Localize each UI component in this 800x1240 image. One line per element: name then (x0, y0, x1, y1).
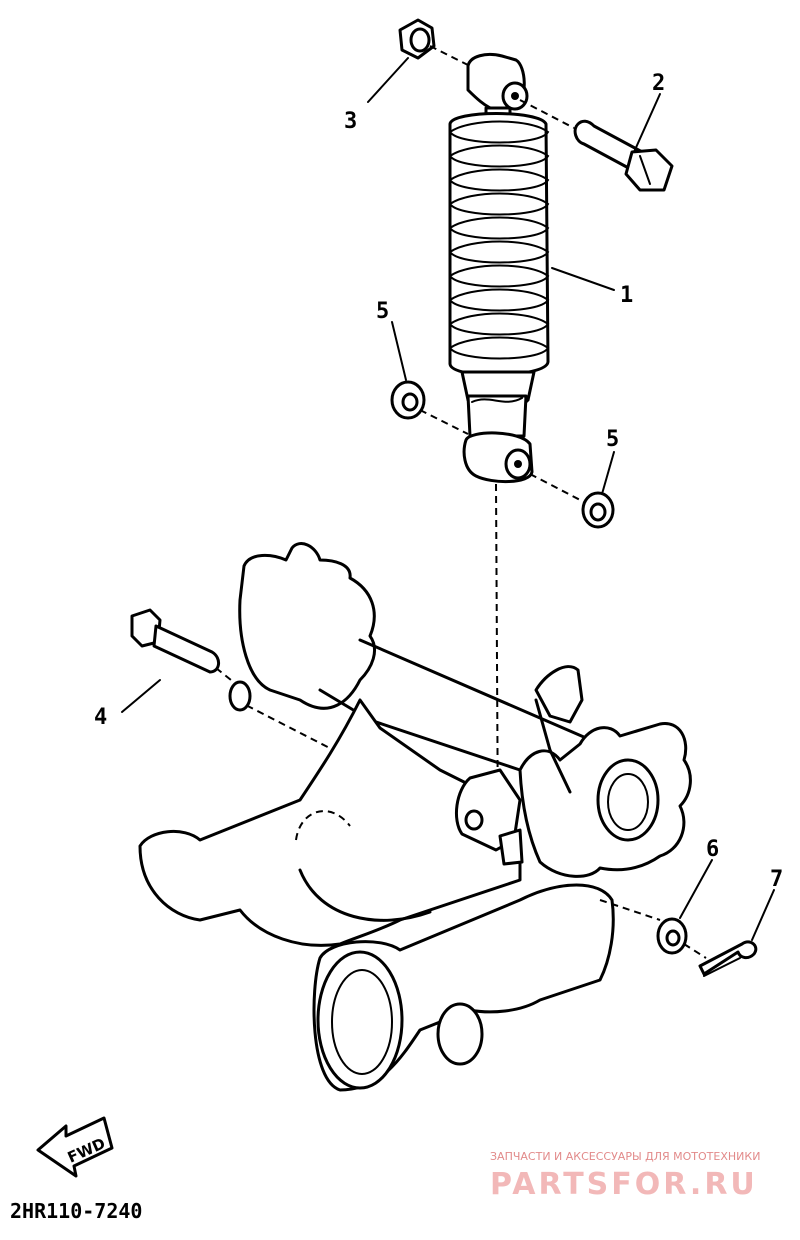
callout-label: 7 (770, 867, 783, 892)
callout-label: 1 (620, 283, 633, 308)
callout-label: 5 (606, 427, 619, 452)
washer-left (390, 380, 469, 435)
leader-lines (121, 57, 775, 941)
washer-pivot (656, 917, 688, 955)
watermark-tagline: ЗАПЧАСТИ И АКСЕССУАРЫ ДЛЯ МОТОТЕХНИКИ (490, 1150, 760, 1163)
swingarm (138, 542, 692, 1092)
shock-absorber (448, 52, 550, 484)
cotter-pin (683, 940, 758, 977)
nut-upper (398, 18, 471, 67)
bolt-upper (519, 99, 674, 192)
fwd-arrow: FWD (36, 1116, 114, 1178)
callout-label: 6 (706, 837, 719, 862)
washer-right (529, 473, 615, 529)
callout-label: 4 (94, 705, 107, 730)
diagram-code: 2HR110-7240 (10, 1199, 142, 1223)
watermark: ЗАПЧАСТИ И АКСЕССУАРЫ ДЛЯ МОТОТЕХНИКИ PA… (490, 1150, 760, 1202)
callout-label: 2 (652, 71, 665, 96)
watermark-brand: PARTSFOR.RU (490, 1167, 758, 1202)
callout-label: 3 (344, 109, 357, 134)
callout-label: 5 (376, 299, 389, 324)
